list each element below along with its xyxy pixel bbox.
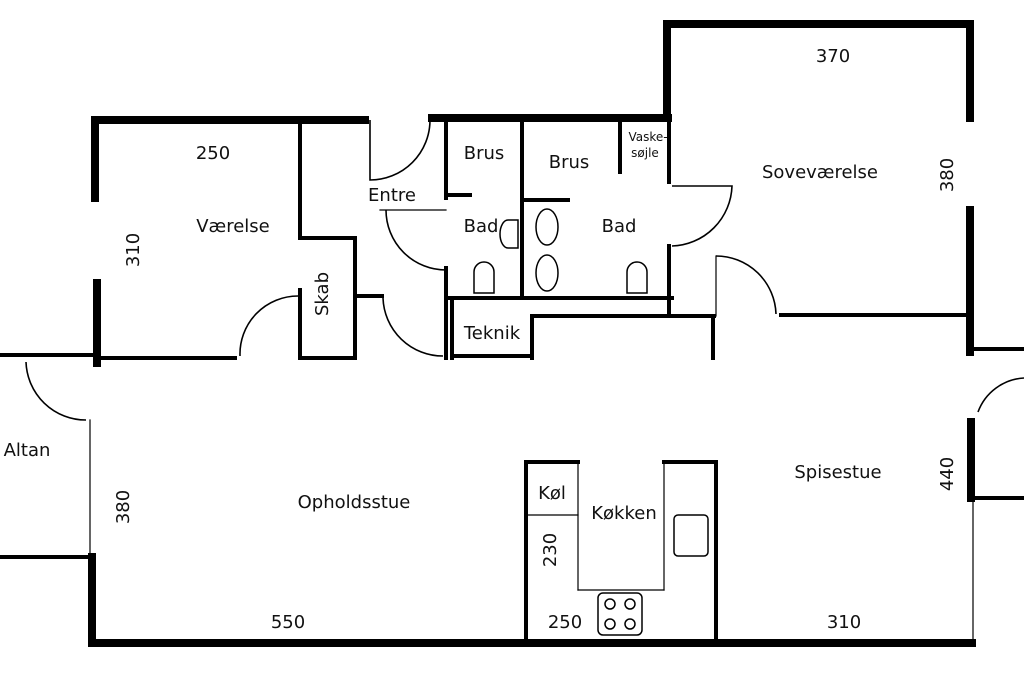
- door-arc: [385, 209, 447, 271]
- door-arc: [369, 119, 431, 181]
- room-label-opholdsstue: Opholdsstue: [298, 492, 411, 513]
- door-arc: [715, 255, 777, 315]
- door-arc: [25, 361, 87, 421]
- door-arc: [239, 295, 299, 357]
- room-label-entre: Entre: [368, 185, 416, 206]
- dimension-label: 230: [540, 533, 561, 567]
- room-label-spisestue: Spisestue: [794, 462, 881, 483]
- burner-icon: [624, 618, 636, 630]
- door-arc: [382, 297, 444, 357]
- dimension-label: 310: [123, 233, 144, 267]
- dimension-label: 370: [816, 46, 850, 67]
- dimension-label: 310: [827, 612, 861, 633]
- room-label-teknik: Teknik: [463, 323, 521, 344]
- room-label-kol: Køl: [538, 483, 566, 504]
- sink-icon: [535, 254, 559, 292]
- room-label-bad-2: Bad: [602, 216, 637, 237]
- dimension-label: 380: [937, 158, 958, 192]
- dimension-label: 250: [548, 612, 582, 633]
- door-arc: [977, 377, 1024, 413]
- dimension-labels: 250 310 370 380 380 550 230 250 310 440: [113, 46, 958, 633]
- burner-icon: [604, 598, 616, 610]
- door-arc: [671, 185, 733, 247]
- kitchen-sink-icon: [673, 514, 709, 557]
- room-label-bad-1: Bad: [464, 216, 499, 237]
- burner-icon: [604, 618, 616, 630]
- fixtures: [473, 208, 709, 636]
- room-label-vaskesojle-line-2: søjle: [631, 146, 659, 160]
- dimension-label: 550: [271, 612, 305, 633]
- room-label-brus-1: Brus: [464, 143, 505, 164]
- dimension-label: 380: [113, 490, 134, 524]
- dimension-label: 250: [196, 143, 230, 164]
- room-label-vaerelse: Værelse: [196, 216, 270, 237]
- room-label-kokken: Køkken: [591, 503, 657, 524]
- toilet-icon: [473, 261, 495, 294]
- stove-icon: [597, 592, 643, 636]
- room-label-sovevaerelse: Soveværelse: [762, 162, 878, 183]
- sink-icon: [535, 208, 559, 246]
- sink-icon: [499, 219, 519, 249]
- room-label-brus-2: Brus: [549, 152, 590, 173]
- walls: [0, 20, 1024, 647]
- dimension-label: 440: [937, 457, 958, 491]
- room-label-altan: Altan: [4, 440, 51, 461]
- burner-icon: [624, 598, 636, 610]
- room-labels: Værelse Entre Skab Brus Bad Brus Bad Vas…: [4, 130, 882, 524]
- room-label-vaskesojle-line-1: Vaske-: [628, 130, 667, 144]
- room-label-skab: Skab: [312, 272, 333, 316]
- door-swings: [25, 119, 1024, 421]
- toilet-icon: [626, 261, 648, 294]
